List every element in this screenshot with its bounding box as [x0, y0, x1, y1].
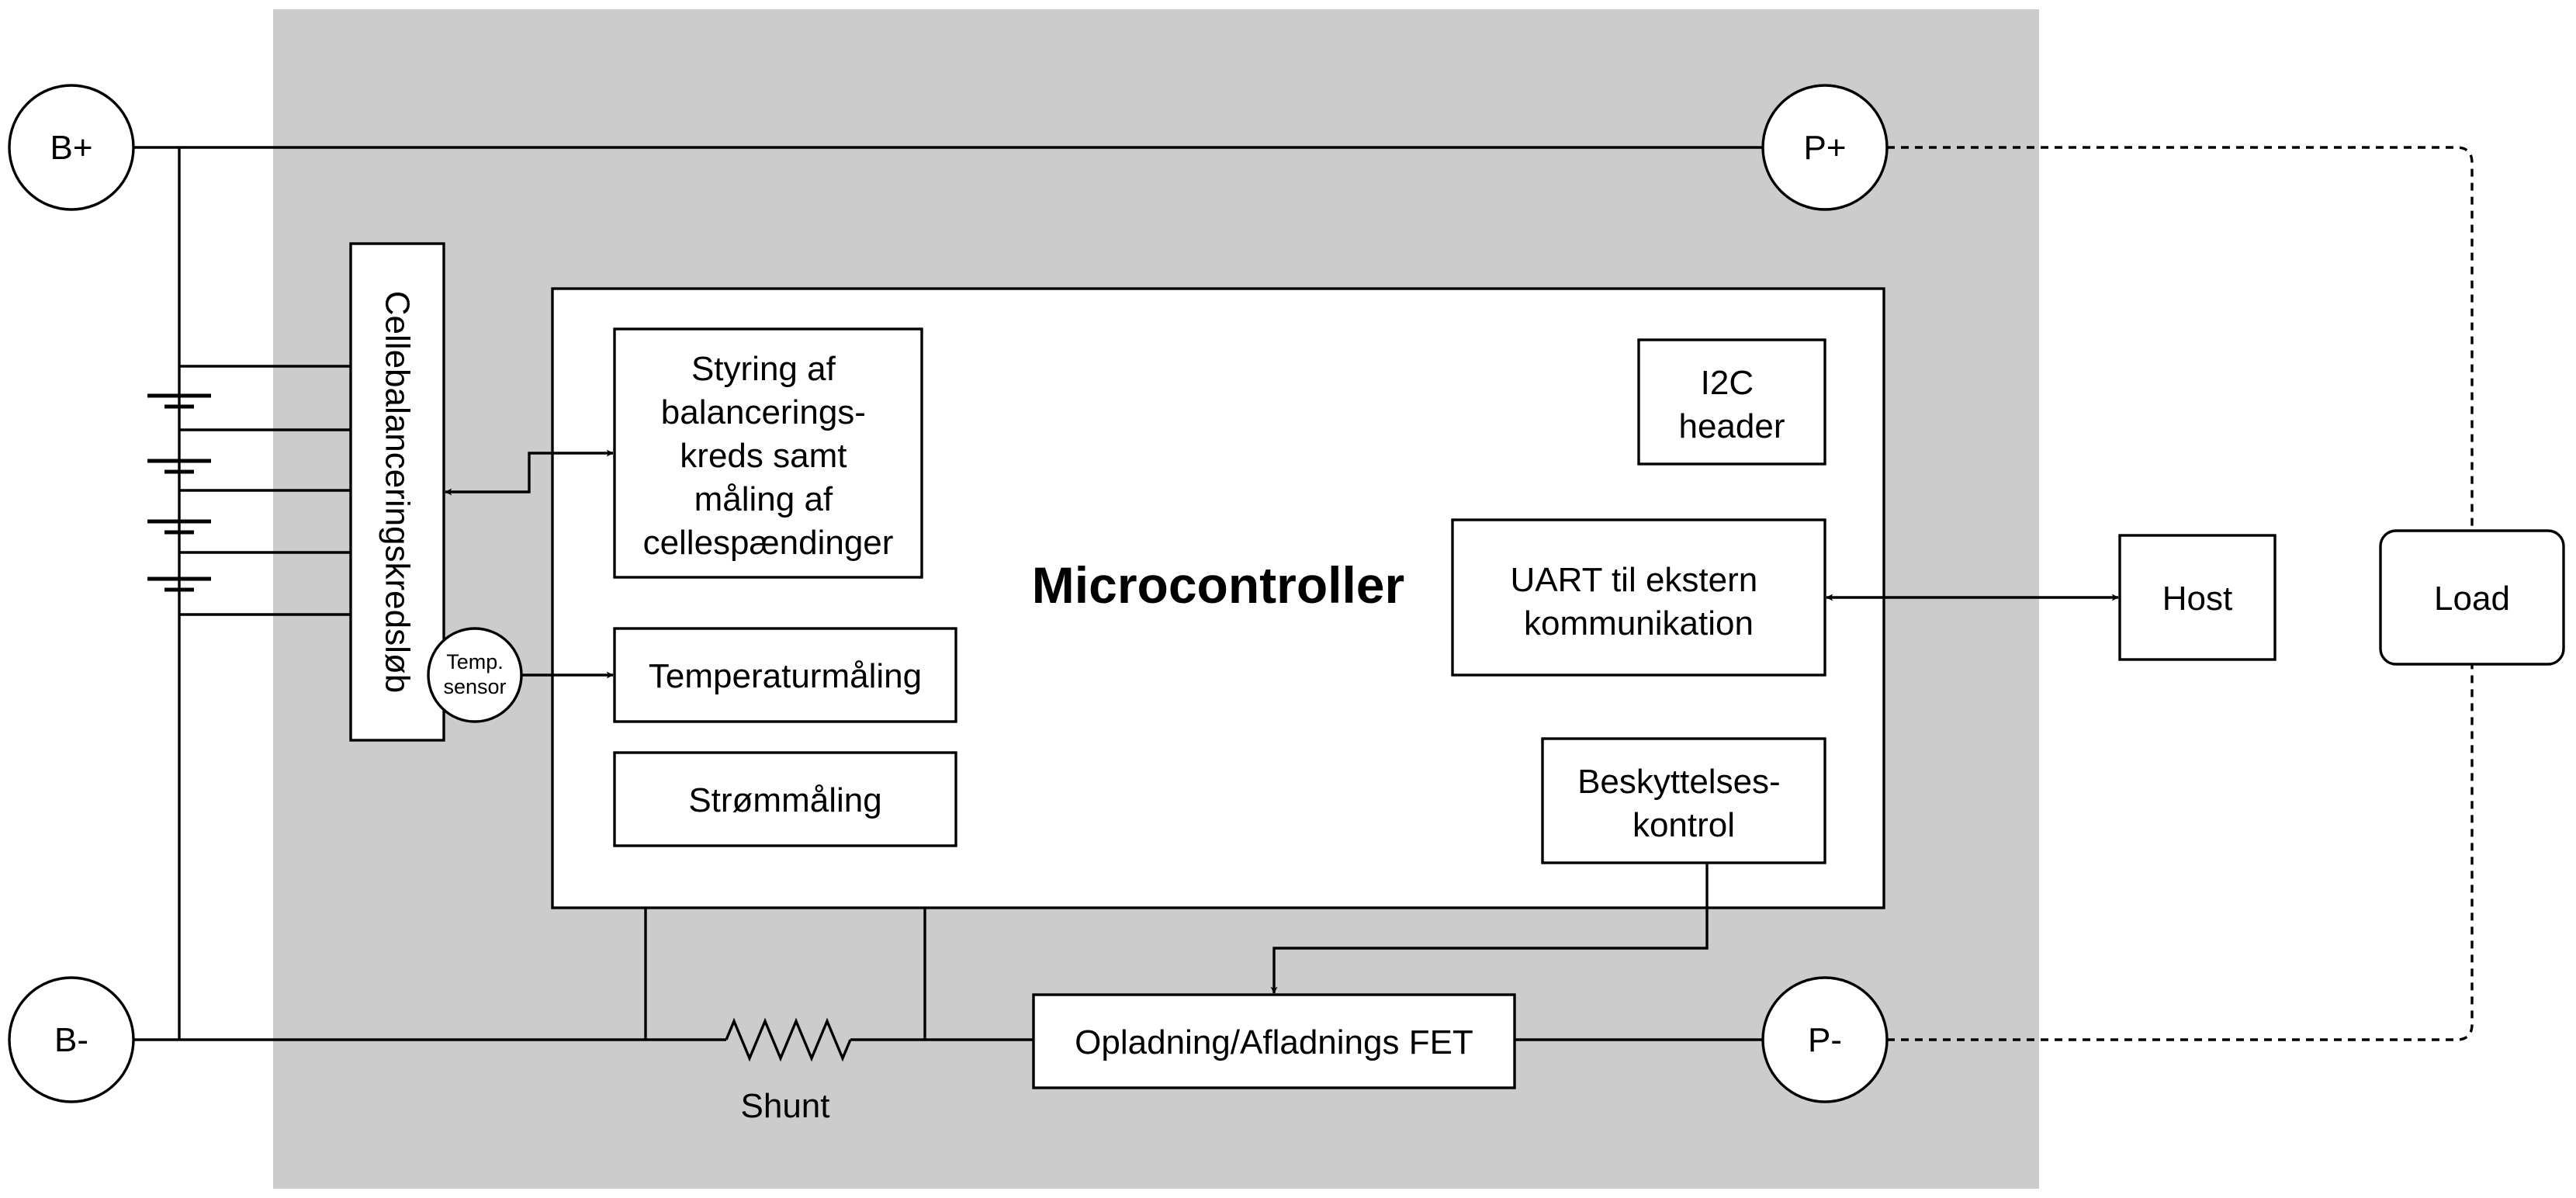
host-box — [2118, 534, 2277, 661]
terminal-p-plus-label: P+ — [1803, 129, 1846, 167]
uart-box — [1451, 518, 1826, 677]
current-measurement-box — [613, 751, 957, 847]
protection-control-box — [1541, 737, 1826, 864]
terminal-b-plus — [8, 84, 135, 211]
balancing-control-box — [613, 327, 923, 579]
host-label: Host — [2162, 580, 2232, 618]
terminal-p-minus-label: P- — [1808, 1021, 1842, 1059]
protection-control-label: Beskyttelses- kontrol — [1577, 763, 1790, 844]
i2c-header-label: I2C header — [1678, 364, 1785, 445]
temp-sensor-label-line2: sensor — [443, 675, 506, 698]
charge-discharge-fet-label: Opladning/Afladnings FET — [1075, 1023, 1473, 1061]
shunt-resistor — [725, 1017, 852, 1062]
terminal-p-minus — [1761, 976, 1889, 1103]
cell-balancing-circuit-box — [349, 242, 445, 742]
protection-to-fet-arrow — [1270, 863, 1709, 994]
uart-label: UART til ekstern kommunikation — [1511, 561, 1768, 642]
terminal-b-minus-label: B- — [54, 1021, 88, 1059]
battery-cells — [147, 393, 211, 592]
temperature-measurement-label: Temperaturmåling — [649, 657, 922, 695]
balancing-data-arrow — [445, 449, 614, 496]
terminal-p-plus — [1761, 84, 1889, 211]
cell-balancing-circuit-label: Cellebalanceringskredsløb — [379, 291, 417, 693]
shunt-label: Shunt — [741, 1087, 830, 1125]
battery-cell-taps — [179, 365, 351, 616]
charge-discharge-fet-box — [1032, 993, 1516, 1089]
i2c-header-box — [1637, 338, 1826, 466]
terminal-b-plus-label: B+ — [50, 129, 92, 167]
current-measurement-label: Strømmåling — [688, 781, 881, 819]
load-label: Load — [2434, 580, 2510, 618]
load-box — [2379, 529, 2565, 666]
terminal-b-minus — [8, 976, 135, 1103]
balancing-control-label: Styring af balancerings- kreds samt måli… — [643, 350, 894, 562]
microcontroller-title: Microcontroller — [1032, 556, 1404, 614]
temperature-measurement-box — [613, 627, 957, 723]
temp-sensor-label-line1: Temp. — [446, 650, 504, 673]
